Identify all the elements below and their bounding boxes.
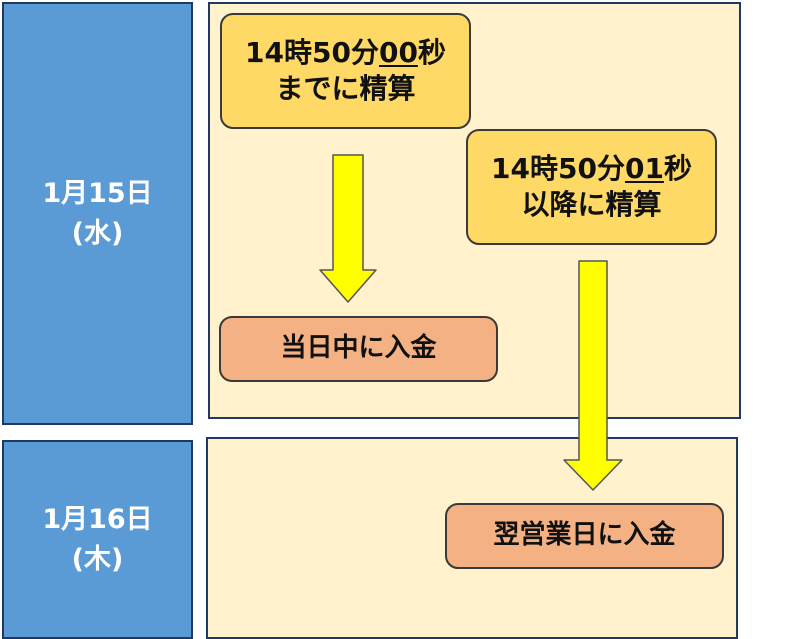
down-arrow-icon <box>319 154 377 303</box>
settle-after-seconds-unit: 秒 <box>663 151 692 185</box>
settle-before-seconds: 00 <box>378 35 418 69</box>
day1-date: 1月15日 <box>42 178 153 210</box>
deposit-same-day-box: 当日中に入金 <box>219 316 498 382</box>
settle-after-box: 14時50分01秒 以降に精算 <box>466 129 717 245</box>
settle-before-time-prefix: 14時50分 <box>245 35 379 69</box>
date-column-day2: 1月16日 (木) <box>2 440 193 639</box>
settle-after-label: 以降に精算 <box>521 188 662 221</box>
settle-before-label: までに精算 <box>275 72 416 105</box>
settle-after-time: 14時50分01秒 <box>491 151 692 187</box>
down-arrow-icon <box>563 260 623 491</box>
day1-weekday: (水) <box>71 217 124 249</box>
settle-before-seconds-unit: 秒 <box>417 35 446 69</box>
deposit-same-day-label: 当日中に入金 <box>280 333 437 364</box>
settle-before-time: 14時50分00秒 <box>245 35 446 71</box>
settle-before-box: 14時50分00秒 までに精算 <box>220 13 471 129</box>
day2-date: 1月16日 <box>42 504 153 536</box>
date-column-day1: 1月15日 (水) <box>2 2 193 425</box>
day2-weekday: (木) <box>71 543 124 575</box>
deposit-next-day-box: 翌営業日に入金 <box>445 503 724 569</box>
deposit-next-day-label: 翌営業日に入金 <box>493 520 676 551</box>
settle-after-seconds: 01 <box>624 151 664 185</box>
settle-after-time-prefix: 14時50分 <box>491 151 625 185</box>
